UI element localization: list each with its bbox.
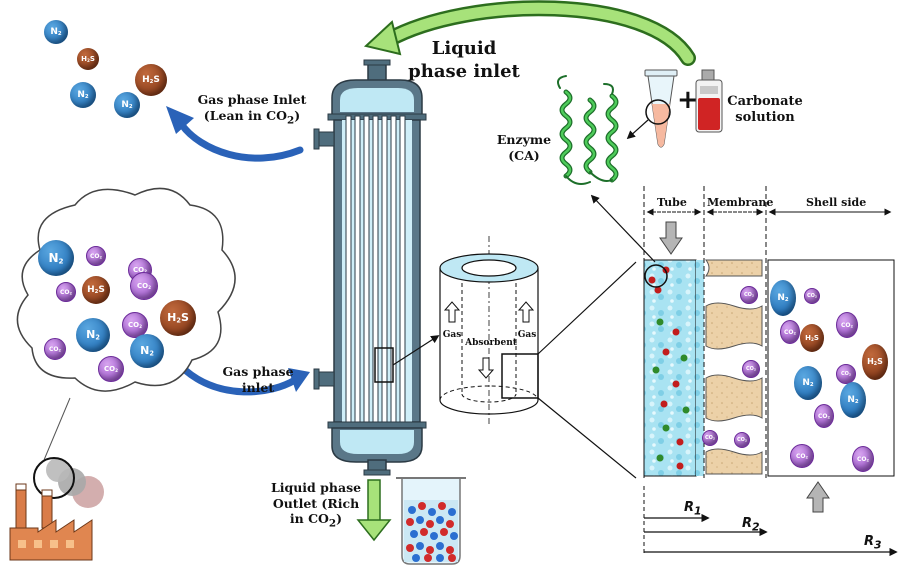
fiber-cylinder (439, 236, 539, 425)
cloud-pointer (43, 397, 71, 461)
co2-molecule: CO2 (790, 444, 814, 468)
shell-header: Shell side (806, 196, 867, 209)
r2-label: R2 (742, 516, 760, 534)
n2-molecule: N2 (840, 382, 866, 418)
gas-label-right: Gas (517, 330, 537, 340)
co2-molecule: CO2 (98, 356, 124, 382)
co2-molecule: CO2 (130, 272, 158, 300)
detail-panel (643, 186, 898, 557)
beaker-icon (396, 477, 466, 565)
liquid-outlet-label: Liquid phase Outlet (Rich in CO2) (270, 480, 362, 530)
n2-molecule: N2 (44, 20, 68, 44)
enzyme-helix-icon (557, 75, 619, 185)
co2-molecule: CO2 (740, 286, 758, 304)
n2-molecule: N2 (70, 82, 96, 108)
co2-molecule: CO2 (780, 320, 800, 344)
membrane-header: Membrane (707, 196, 774, 209)
co2-molecule: CO2 (122, 312, 148, 338)
h2s-molecule: H2S (77, 48, 99, 70)
zoom-line-bottom (537, 397, 637, 479)
gas-inlet-arrow (181, 366, 310, 396)
gas-inlet-label: Gas phase inlet (222, 364, 294, 395)
tube-header: Tube (657, 196, 687, 209)
co2-molecule: CO2 (852, 446, 874, 472)
r3-label: R3 (864, 534, 882, 552)
r1-label: R1 (684, 500, 702, 518)
liquid-inlet-arrow (363, 0, 696, 66)
tube-pointer (626, 119, 649, 140)
co2-molecule: CO2 (734, 432, 750, 448)
enzyme-label: Enzyme (CA) (496, 132, 552, 163)
h2s-molecule: H2S (862, 344, 888, 380)
zoom-line-top (537, 261, 637, 355)
gas-outlet-arrow (166, 106, 304, 162)
h2s-molecule: H2S (160, 300, 196, 336)
h2s-molecule: H2S (135, 64, 167, 96)
co2-molecule: CO2 (86, 246, 106, 266)
gas-outlet-label: Gas phase Inlet (Lean in CO2) (197, 92, 307, 127)
liquid-inlet-label: Liquid phase inlet (408, 38, 520, 82)
carbonate-label: Carbonate solution (727, 94, 803, 126)
h2s-molecule: H2S (800, 324, 824, 352)
absorbent-label: Absorbent (465, 338, 517, 348)
test-tube-icon (644, 69, 678, 148)
zoom-arrow-1 (392, 335, 440, 366)
co2-molecule: CO2 (742, 360, 760, 378)
n2-molecule: N2 (794, 366, 822, 400)
n2-molecule: N2 (38, 240, 74, 276)
plus-sign: + (677, 85, 699, 115)
co2-molecule: CO2 (814, 404, 834, 428)
liquid-outlet-arrow (356, 479, 392, 542)
co2-molecule: CO2 (702, 430, 718, 446)
n2-molecule: N2 (76, 318, 110, 352)
n2-molecule: N2 (130, 334, 164, 368)
reagent-bottle-icon (695, 69, 723, 133)
flue-gas-cloud (16, 187, 236, 392)
co2-molecule: CO2 (44, 338, 66, 360)
h2s-molecule: H2S (82, 276, 110, 304)
gas-label-left: Gas (442, 330, 462, 340)
co2-molecule: CO2 (836, 364, 856, 384)
n2-molecule: N2 (770, 280, 796, 316)
enzyme-pointer (590, 194, 656, 263)
co2-molecule: CO2 (836, 312, 858, 338)
factory-icon (9, 457, 104, 561)
co2-molecule: CO2 (804, 288, 820, 304)
n2-molecule: N2 (114, 92, 140, 118)
hollow-fiber-module (313, 59, 427, 476)
co2-molecule: CO2 (56, 282, 76, 302)
